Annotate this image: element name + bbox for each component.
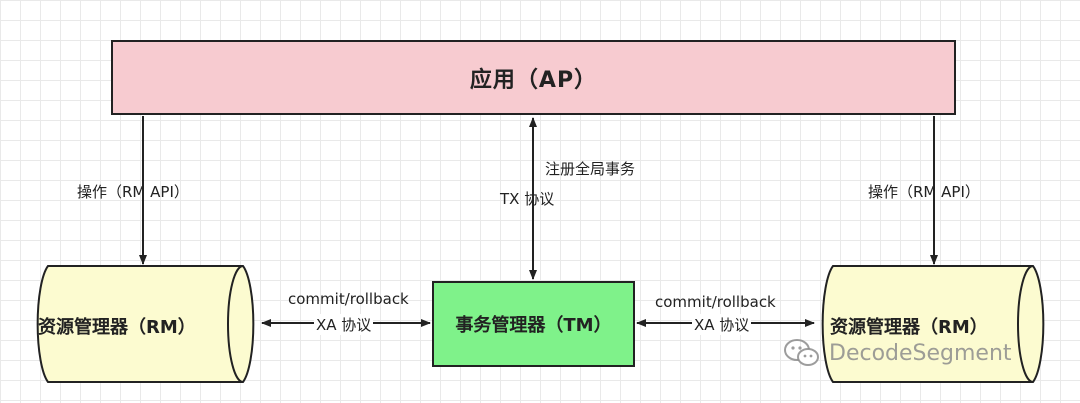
left-xa-label: XA 协议 [314,314,374,335]
wechat-icon [784,339,819,366]
tm-node: 事务管理器（TM） [432,281,635,367]
rm-left-label: 资源管理器（RM） [38,317,196,338]
watermark-text: DecodeSegment [829,340,1012,366]
rm-right-label: 资源管理器（RM） [830,317,988,338]
rm-right-cylinder [821,265,1045,383]
tx-protocol-label: TX 协议 [500,190,555,208]
right-xa-label: XA 协议 [692,314,752,335]
left-commit-label: commit/rollback [288,290,409,308]
tm-label: 事务管理器（TM） [455,315,612,336]
left-op-label: 操作（RM API） [77,183,189,201]
ap-label: 应用（AP） [469,67,598,93]
ap-node: 应用（AP） [111,40,956,115]
register-label: 注册全局事务 [545,160,636,178]
right-op-label: 操作（RM API） [868,183,980,201]
rm-left-cylinder [36,265,255,383]
right-commit-label: commit/rollback [655,293,776,311]
watermark: DecodeSegment [783,337,1012,369]
